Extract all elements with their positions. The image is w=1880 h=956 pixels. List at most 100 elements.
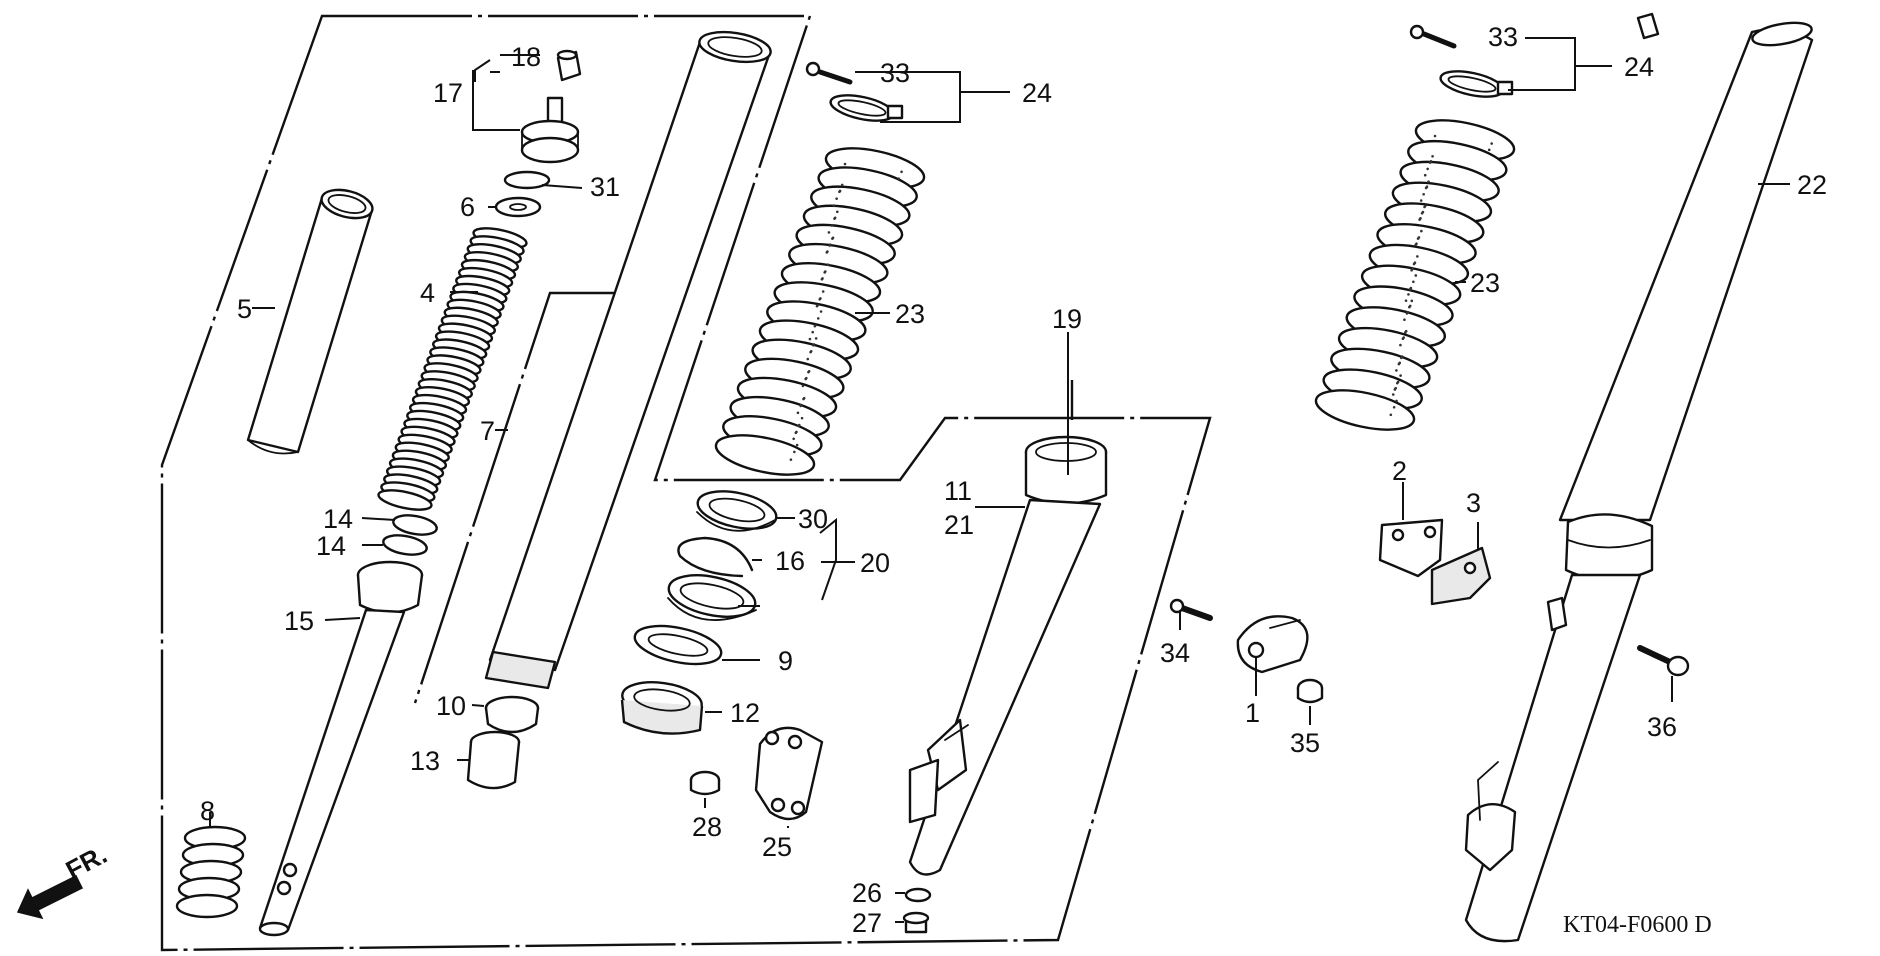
boot-texture-dot: [828, 244, 831, 247]
boot-texture-dot: [820, 277, 824, 281]
part-boot-clamp-right: [1439, 70, 1514, 98]
part-clamp-bolt: [1169, 598, 1213, 621]
callout-33-center: 33: [880, 58, 910, 88]
part-piston-ring-lower: [382, 534, 428, 556]
part-fork-spring: [377, 227, 528, 511]
part-cap-nut: [556, 49, 582, 82]
callout-27: 27: [852, 908, 882, 938]
callout-7: 7: [480, 416, 495, 446]
boot-texture-dot: [809, 350, 812, 354]
part-guard-plate: [1430, 546, 1492, 606]
callout-14-lower: 14: [316, 531, 346, 561]
callout-35: 35: [1290, 728, 1320, 758]
boot-texture-dot: [801, 384, 805, 388]
boot-texture-dot: [797, 424, 800, 428]
boot-texture-dot: [1401, 337, 1405, 341]
boot-texture-dot: [793, 450, 796, 454]
boot-texture-dot: [1431, 154, 1434, 158]
callout-8: 8: [200, 796, 215, 826]
boot-texture-dot: [832, 204, 836, 207]
boot-texture-dot: [1416, 255, 1419, 258]
boot-texture-dot: [1428, 161, 1432, 164]
callout-23-right: 23: [1470, 268, 1500, 298]
coil-segment: [1314, 389, 1416, 431]
part-clamp-screw-center: [805, 61, 853, 85]
callout-26: 26: [852, 878, 882, 908]
boot-texture-dot: [814, 337, 818, 340]
part-flange-nut: [689, 770, 721, 796]
part-fork-bolt: [520, 96, 580, 164]
boot-texture-dot: [813, 324, 817, 328]
boot-texture-dot: [795, 443, 799, 447]
boot-texture-dot: [806, 357, 810, 361]
callout-10: 10: [436, 691, 466, 721]
boot-texture-dot: [819, 310, 823, 313]
part-back-up-ring: [633, 624, 723, 666]
boot-texture-dot: [1397, 362, 1401, 366]
callout-13: 13: [410, 746, 440, 776]
boot-texture-dot: [1420, 229, 1423, 233]
boot-texture-dot: [1414, 274, 1418, 277]
boot-texture-dot: [1410, 268, 1413, 272]
callout-31: 31: [590, 172, 620, 202]
part-fork-assembly: [1464, 12, 1814, 943]
callout-9: 9: [778, 646, 793, 676]
boot-texture-dot: [804, 377, 807, 381]
part-o-ring: [503, 170, 551, 190]
boot-texture-dot: [807, 370, 810, 374]
callout-21: 21: [944, 510, 974, 540]
boot-texture-dot: [897, 177, 901, 180]
part-dust-boot-right: [1314, 119, 1516, 431]
part-stopper-ring: [677, 536, 754, 578]
part-hose-clamp: [1236, 615, 1309, 674]
part-boot-clamp-center: [829, 94, 904, 122]
leader-lines: [209, 37, 1790, 923]
boot-texture-dot: [815, 304, 819, 308]
boot-texture-dot: [1433, 134, 1437, 138]
coil-segment: [714, 434, 816, 476]
part-oil-lock-piece: [466, 730, 521, 790]
callout-12: 12: [730, 698, 760, 728]
boot-texture-dot: [799, 404, 803, 408]
boot-texture-dot: [830, 224, 834, 227]
part-brake-hose-guide: [1378, 518, 1444, 578]
callout-18: 18: [511, 42, 541, 72]
callout-30: 30: [798, 504, 828, 534]
boot-texture-dot: [1410, 299, 1414, 303]
boot-texture-dot: [1422, 192, 1425, 196]
callout-25: 25: [762, 832, 792, 862]
boot-texture-dot: [1427, 180, 1430, 183]
part-collar-tube: [246, 188, 374, 455]
boot-texture-dot: [835, 197, 838, 200]
callout-4: 4: [420, 278, 435, 308]
part-oil-seal: [667, 574, 757, 621]
part-slide-bushing: [484, 695, 540, 734]
boot-texture-dot: [827, 231, 831, 234]
boot-texture-dot: [1423, 205, 1426, 209]
part-sealing-washer: [904, 887, 932, 903]
part-dust-seal: [696, 490, 778, 532]
boot-texture-dot: [1426, 167, 1429, 171]
callout-34: 34: [1160, 638, 1190, 668]
boot-texture-dot: [823, 271, 826, 274]
boot-texture-dot: [1404, 331, 1407, 334]
boot-texture-dot: [1414, 243, 1417, 247]
callout-22: 22: [1797, 170, 1827, 200]
callout-24-center: 24: [1022, 78, 1052, 108]
callout-36: 36: [1647, 712, 1677, 742]
boot-texture-dot: [1418, 218, 1421, 221]
boot-texture-dot: [833, 217, 836, 220]
boot-texture-dot: [1412, 280, 1415, 284]
boot-texture-dot: [1490, 142, 1493, 145]
boot-texture-dot: [1412, 262, 1416, 266]
boot-texture-dot: [1416, 237, 1420, 240]
front-direction-arrow: FR.: [16, 839, 112, 920]
callout-1: 1: [1245, 698, 1260, 728]
frame-tube-leader: [413, 291, 620, 704]
boot-texture-dot: [1404, 299, 1408, 302]
part-fork-piston: [258, 560, 424, 937]
diagram-code: KT04-F0600 D: [1563, 912, 1712, 938]
boot-texture-dot: [843, 162, 847, 166]
boot-texture-dot: [808, 337, 812, 341]
